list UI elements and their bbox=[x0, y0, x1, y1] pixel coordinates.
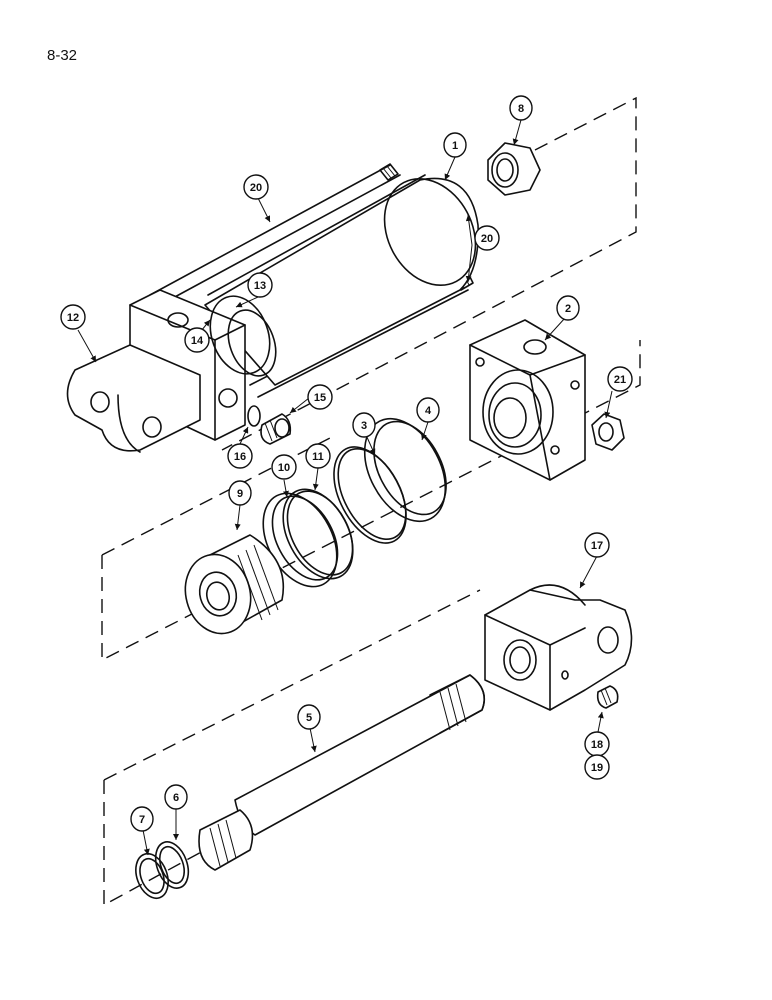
dashed-outline-middle bbox=[101, 340, 641, 662]
rod-end-head bbox=[469, 319, 586, 481]
callout-5: 5 bbox=[297, 704, 321, 730]
cylinder-barrel bbox=[204, 174, 479, 386]
callout-2: 2 bbox=[556, 295, 580, 321]
callout-17: 17 bbox=[584, 532, 610, 558]
svg-text:14: 14 bbox=[191, 335, 204, 347]
callout-18: 18 bbox=[584, 731, 610, 757]
callout-13: 13 bbox=[247, 272, 273, 298]
svg-text:19: 19 bbox=[591, 762, 603, 774]
svg-text:11: 11 bbox=[312, 451, 324, 463]
plug bbox=[260, 413, 292, 445]
piston bbox=[184, 534, 285, 635]
svg-text:18: 18 bbox=[591, 739, 603, 751]
svg-text:12: 12 bbox=[67, 312, 79, 324]
svg-text:2: 2 bbox=[565, 303, 571, 315]
callout-1: 1 bbox=[443, 132, 467, 158]
svg-text:16: 16 bbox=[234, 451, 246, 463]
svg-text:10: 10 bbox=[278, 462, 290, 474]
callout-19: 19 bbox=[584, 754, 610, 780]
wiper-ring bbox=[154, 841, 190, 889]
piston-rod bbox=[198, 674, 486, 871]
callout-9: 9 bbox=[228, 480, 252, 506]
piston-o-ring bbox=[282, 488, 354, 580]
svg-text:3: 3 bbox=[361, 420, 367, 432]
callout-7: 7 bbox=[130, 806, 154, 832]
dashed-outline-top bbox=[221, 96, 637, 451]
svg-text:20: 20 bbox=[250, 182, 262, 194]
svg-text:17: 17 bbox=[591, 540, 603, 552]
svg-text:5: 5 bbox=[306, 712, 312, 724]
svg-text:6: 6 bbox=[173, 792, 179, 804]
callout-10: 10 bbox=[271, 454, 297, 480]
callout-8: 8 bbox=[509, 95, 533, 121]
svg-text:20: 20 bbox=[481, 233, 493, 245]
wear-ring bbox=[363, 417, 447, 523]
svg-text:8: 8 bbox=[518, 103, 524, 115]
svg-text:9: 9 bbox=[237, 488, 243, 500]
callout-6: 6 bbox=[164, 784, 188, 810]
nut-large bbox=[487, 142, 541, 196]
svg-text:4: 4 bbox=[425, 405, 432, 417]
callout-3: 3 bbox=[352, 412, 376, 438]
snap-ring bbox=[135, 852, 169, 900]
nut-small bbox=[591, 413, 625, 451]
svg-text:1: 1 bbox=[452, 140, 458, 152]
svg-text:21: 21 bbox=[614, 374, 626, 386]
callout-16: 16 bbox=[227, 443, 253, 469]
set-screw bbox=[596, 685, 619, 709]
svg-text:15: 15 bbox=[314, 392, 326, 404]
o-ring bbox=[333, 446, 407, 544]
rod-clevis bbox=[484, 584, 633, 711]
base-end-cap bbox=[66, 289, 277, 453]
callout-20-right: 20 bbox=[474, 225, 500, 251]
callout-15: 15 bbox=[307, 384, 333, 410]
callout-11: 11 bbox=[305, 443, 331, 469]
svg-text:7: 7 bbox=[139, 814, 145, 826]
callout-21: 21 bbox=[607, 366, 633, 392]
page-number: 8-32 bbox=[47, 47, 78, 64]
tie-rod-upper bbox=[149, 163, 401, 306]
callout-20-upper: 20 bbox=[243, 174, 269, 200]
plug-o-ring bbox=[247, 405, 261, 427]
callout-4: 4 bbox=[416, 397, 440, 423]
callout-12: 12 bbox=[60, 304, 86, 330]
svg-text:13: 13 bbox=[254, 280, 266, 292]
callout-14: 14 bbox=[184, 327, 210, 353]
leader-lines bbox=[77, 119, 613, 856]
